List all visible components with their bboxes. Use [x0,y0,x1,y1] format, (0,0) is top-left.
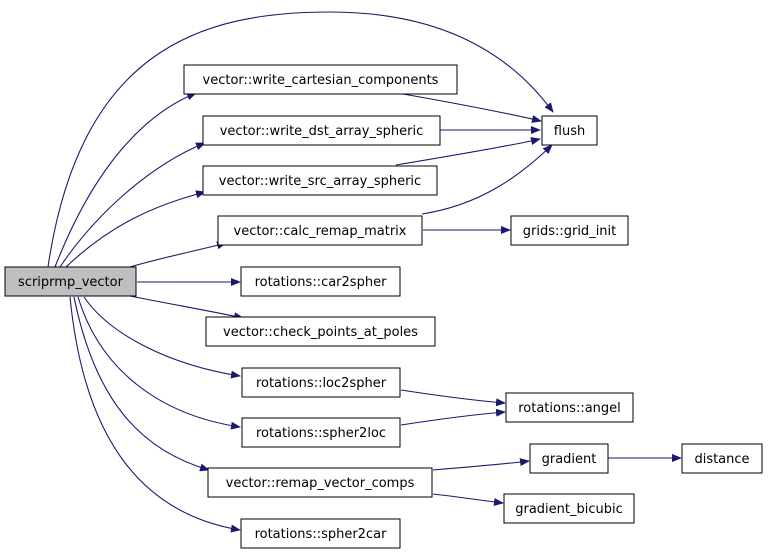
node-write-cart-label: vector::write_cartesian_components [203,73,439,88]
node-flush-box [541,115,598,146]
edge-root-remap-comps [73,296,210,472]
node-gradient-box [529,443,609,474]
node-spher2car-label: rotations::spher2car [255,527,388,542]
node-root[interactable]: scriprmp_vector [4,266,137,297]
node-write-dst[interactable]: vector::write_dst_array_spheric [202,115,441,146]
node-spher2car-box [240,518,401,549]
node-calc-remap-label: vector::calc_remap_matrix [234,224,407,239]
edge-root-check-poles [129,295,244,321]
edge-root-spher2loc [77,296,241,430]
edge-spher2loc-angel [400,408,506,426]
edge-root-write-cart [54,92,197,268]
node-distance[interactable]: distance [681,443,763,474]
edge-loc2spher-angel [400,389,506,407]
node-grid-init-label: grids::grid_init [523,224,617,239]
edge-root-loc2spher [83,296,241,379]
node-check-poles[interactable]: vector::check_points_at_poles [205,316,436,347]
node-spher2loc-box [241,417,401,448]
node-distance-box [681,443,763,474]
node-angel[interactable]: rotations::angel [505,392,634,423]
node-write-src-box [202,165,438,196]
node-write-src-label: vector::write_src_array_spheric [219,174,421,189]
node-flush-label: flush [554,124,585,139]
node-calc-remap[interactable]: vector::calc_remap_matrix [217,215,423,246]
edge-calc-remap-flush [421,144,553,215]
node-root-label: scriprmp_vector [18,275,124,290]
edge-remap-comps-gradient [432,458,530,471]
node-grid-init[interactable]: grids::grid_init [510,215,629,246]
node-remap-comps-label: vector::remap_vector_comps [226,476,415,491]
node-spher2loc-label: rotations::spher2loc [256,426,386,441]
edges [47,11,682,533]
node-write-dst-label: vector::write_dst_array_spheric [220,124,424,139]
node-remap-comps-box [207,467,433,498]
node-loc2spher-label: rotations::loc2spher [256,376,387,391]
node-write-dst-box [202,115,441,146]
node-gradient-label: gradient [542,452,597,467]
node-gradient-bicubic[interactable]: gradient_bicubic [503,493,635,524]
node-write-cart[interactable]: vector::write_cartesian_components [183,64,458,95]
node-root-box [4,266,137,297]
node-flush[interactable]: flush [541,115,598,146]
node-check-poles-label: vector::check_points_at_poles [223,325,418,340]
node-calc-remap-box [217,215,423,246]
node-distance-label: distance [694,452,749,467]
edge-remap-comps-gradient-bicubic [432,493,504,506]
edge-root-calc-remap [129,241,227,268]
edge-write-src-flush [395,137,541,166]
edge-write-cart-flush [402,93,542,123]
node-loc2spher[interactable]: rotations::loc2spher [241,367,401,398]
node-car2spher[interactable]: rotations::car2spher [240,266,401,297]
node-grid-init-box [510,215,629,246]
edge-root-write-src [65,190,206,268]
node-spher2car[interactable]: rotations::spher2car [240,518,401,549]
node-car2spher-label: rotations::car2spher [255,275,388,290]
node-gradient-bicubic-box [503,493,635,524]
node-write-cart-box [183,64,458,95]
node-angel-box [505,392,634,423]
node-gradient[interactable]: gradient [529,443,609,474]
node-check-poles-box [205,316,436,347]
edge-root-flush [47,11,554,268]
node-car2spher-box [240,266,401,297]
node-spher2loc[interactable]: rotations::spher2loc [241,417,401,448]
edge-root-write-dst [59,142,206,268]
node-loc2spher-box [241,367,401,398]
node-remap-comps[interactable]: vector::remap_vector_comps [207,467,433,498]
node-angel-label: rotations::angel [518,401,621,416]
node-gradient-bicubic-label: gradient_bicubic [515,502,623,517]
edge-root-spher2car [69,296,241,533]
node-write-src[interactable]: vector::write_src_array_spheric [202,165,438,196]
